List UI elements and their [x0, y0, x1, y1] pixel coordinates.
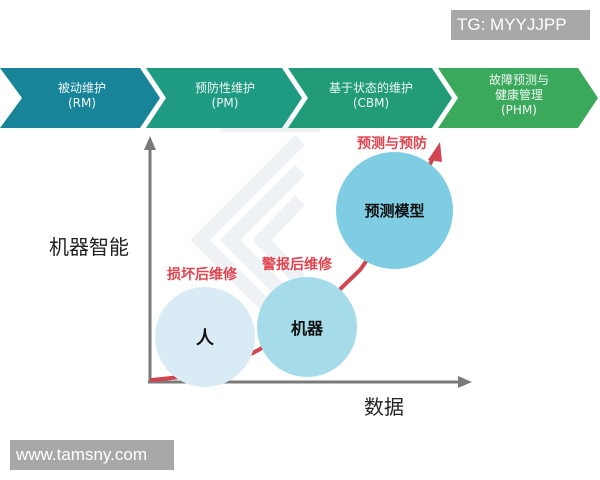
annotation-predict-prevent: 预测与预防	[357, 136, 427, 152]
stage-phm: 故障预测与 健康管理 (PHM)	[458, 73, 580, 118]
y-axis-label: 机器智能	[49, 235, 129, 259]
tg-watermark-badge: TG: MYYJJPP	[451, 10, 590, 40]
stage-chevron-rm	[0, 68, 160, 128]
stage-chevron-phm	[438, 68, 598, 128]
circle-machine: 机器	[257, 277, 357, 377]
stage-cbm-abbr: (CBM)	[352, 96, 390, 110]
stage-pm-abbr: (PM)	[211, 96, 239, 110]
stage-cbm: 基于状态的维护 (CBM)	[308, 81, 434, 111]
annotation-damage-repair: 损坏后维修	[167, 267, 237, 283]
site-watermark-badge: www.tamsny.com	[10, 440, 174, 470]
stage-phm-abbr: (PHM)	[501, 103, 537, 117]
annotation-alarm-repair: 警报后维修	[262, 257, 332, 273]
circle-human: 人	[155, 287, 255, 387]
stage-chevron-pm	[146, 68, 302, 128]
x-axis-arrowhead-icon	[458, 376, 472, 388]
stage-phm-name-line2: 健康管理	[494, 88, 543, 102]
stage-cbm-name: 基于状态的维护	[328, 81, 413, 95]
stage-rm-abbr: (RM)	[67, 96, 97, 110]
circle-prediction-model: 预测模型	[336, 152, 453, 269]
stage-phm-name-line1: 故障预测与	[488, 73, 549, 87]
x-axis-label: 数据	[364, 395, 404, 419]
stage-chevron-cbm	[288, 68, 452, 128]
stage-chevrons-graphic	[0, 68, 598, 128]
growth-trend-arrowhead-icon	[428, 142, 442, 162]
maintenance-stages-bar: 被动维护 (RM) 预防性维护 (PM) 基于状态的维护 (CBM) 故障预测与…	[0, 68, 600, 128]
stage-pm: 预防性维护 (PM)	[166, 81, 284, 111]
stage-pm-name: 预防性维护	[194, 81, 255, 95]
y-axis-arrowhead-icon	[144, 136, 156, 150]
stage-rm-name: 被动维护	[57, 81, 106, 95]
stage-rm: 被动维护 (RM)	[22, 81, 142, 111]
